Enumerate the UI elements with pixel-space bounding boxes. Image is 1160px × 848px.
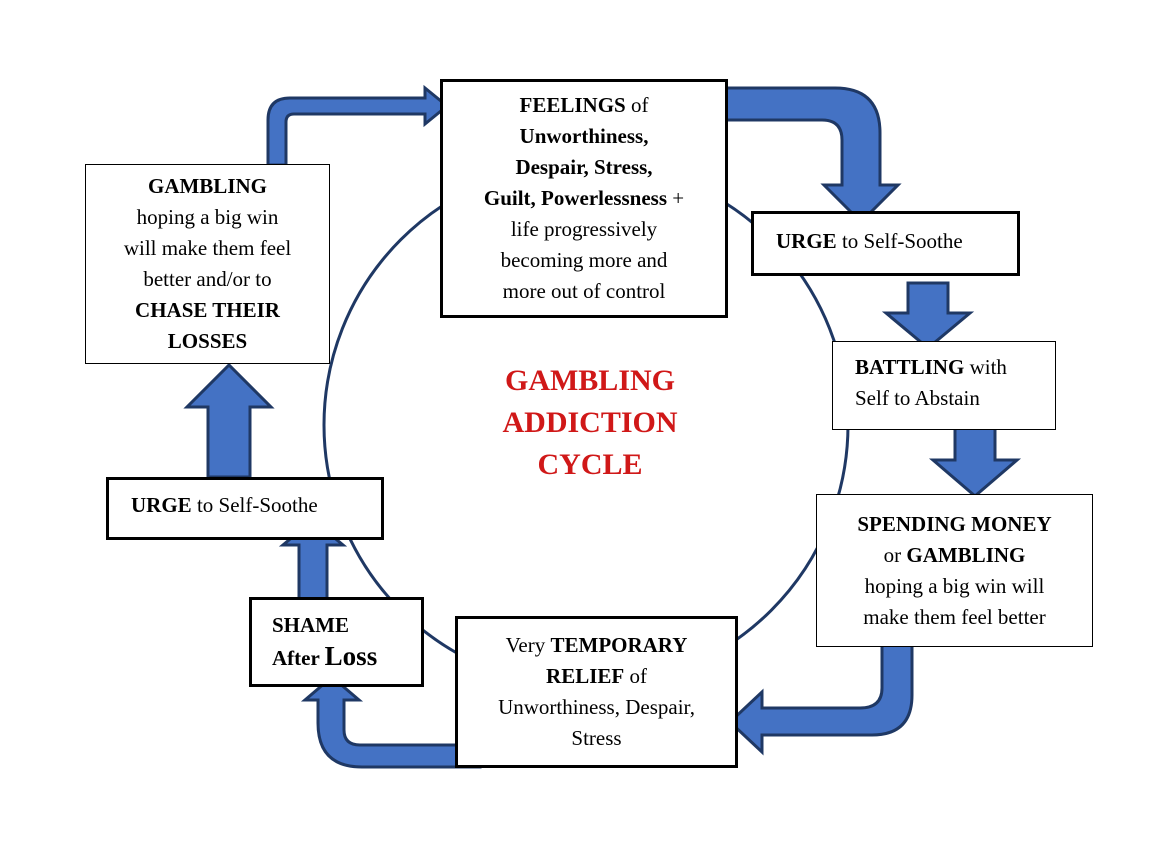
box-text-line: SPENDING MONEY	[817, 509, 1092, 540]
box-text-line: URGE to Self-Soothe	[776, 226, 1017, 257]
text: will make them feel	[123, 236, 292, 260]
bold-text: Loss	[324, 641, 378, 671]
box-urge-left: URGE to Self-Soothe	[106, 477, 384, 540]
title-line: CYCLE	[537, 448, 643, 481]
box-text-line: make them feel better	[817, 602, 1092, 633]
box-text-line: Unworthiness, Despair,	[458, 692, 735, 723]
bold-text: SHAME	[272, 613, 350, 637]
box-text-line: Guilt, Powerlessness +	[443, 183, 725, 214]
box-text-line: SHAME	[272, 610, 421, 641]
box-text-line: Despair, Stress,	[443, 152, 725, 183]
bold-text: After	[272, 646, 325, 670]
arrow-gambling-to-feelings	[266, 84, 450, 167]
bold-text: SPENDING MONEY	[857, 511, 1052, 536]
text: more out of control	[502, 279, 666, 303]
box-text-line: Stress	[458, 723, 735, 754]
box-text-line: Self to Abstain	[855, 383, 1055, 414]
bold-text: URGE	[776, 229, 837, 253]
text: or	[883, 542, 907, 567]
text: Unworthiness, Despair,	[498, 695, 695, 719]
box-text-line: becoming more and	[443, 245, 725, 276]
bold-text: Unworthiness,	[519, 124, 649, 148]
arrow-battling-to-spending	[928, 426, 1022, 498]
box-text-line: FEELINGS of	[443, 90, 725, 121]
box-text-line: hoping a big win	[86, 202, 329, 233]
box-text-line: will make them feel	[86, 233, 329, 264]
bold-text: GAMBLING	[906, 542, 1026, 567]
title-line: ADDICTION	[502, 406, 678, 439]
box-text-line: Unworthiness,	[443, 121, 725, 152]
text: +	[667, 186, 685, 210]
bold-text: BATTLING	[855, 355, 965, 379]
box-text-line: CHASE THEIR	[86, 295, 329, 326]
bold-text: Guilt, Powerlessness	[483, 186, 668, 210]
text: better and/or to	[143, 267, 272, 291]
text: becoming more and	[500, 248, 668, 272]
box-text-line: After Loss	[272, 641, 421, 674]
bold-text: GAMBLING	[147, 174, 267, 198]
text: of	[625, 93, 649, 117]
box-text-line: life progressively	[443, 214, 725, 245]
bold-text: Despair, Stress,	[515, 155, 653, 179]
box-text-line: BATTLING with	[855, 352, 1055, 383]
bold-text: TEMPORARY	[550, 633, 688, 657]
box-text-line: Very TEMPORARY	[458, 630, 735, 661]
box-gambling: GAMBLING hoping a big win will make them f…	[85, 164, 330, 364]
text: Very	[505, 633, 551, 657]
text: Self to Abstain	[855, 386, 980, 410]
box-text-line: better and/or to	[86, 264, 329, 295]
arrow-feelings-to-urge	[699, 86, 902, 225]
bold-text: RELIEF	[546, 664, 625, 688]
text: hoping a big win will	[864, 573, 1045, 598]
bold-text: FEELINGS	[519, 93, 626, 117]
text: life progressively	[510, 217, 658, 241]
title-line: GAMBLING	[504, 364, 675, 397]
box-text-line: GAMBLING	[86, 171, 329, 202]
text: hoping a big win	[136, 205, 279, 229]
center-title: GAMBLING ADDICTION CYCLE	[440, 360, 740, 486]
box-text-line: or GAMBLING	[817, 540, 1092, 571]
arrow-urge-to-gambling	[183, 362, 275, 479]
bold-text: URGE	[131, 493, 192, 517]
arrow-relief-to-shame	[300, 675, 482, 769]
box-text-line: URGE to Self-Soothe	[131, 490, 381, 521]
box-text-line: more out of control	[443, 276, 725, 307]
box-text-line: LOSSES	[86, 326, 329, 357]
text: of	[624, 664, 647, 688]
box-urge-right: URGE to Self-Soothe	[751, 211, 1020, 276]
bold-text: CHASE THEIR	[135, 298, 280, 322]
box-text-line: hoping a big win will	[817, 571, 1092, 602]
box-shame: SHAME After Loss	[249, 597, 424, 687]
text: to Self-Soothe	[191, 493, 318, 517]
text: with	[964, 355, 1007, 379]
box-text-line: RELIEF of	[458, 661, 735, 692]
text: make them feel better	[863, 604, 1046, 629]
arrow-spending-to-relief	[727, 635, 914, 756]
text: to Self-Soothe	[836, 229, 963, 253]
bold-text: LOSSES	[167, 329, 248, 353]
arrow-urge-to-battling	[881, 281, 975, 350]
text: Stress	[571, 726, 622, 750]
